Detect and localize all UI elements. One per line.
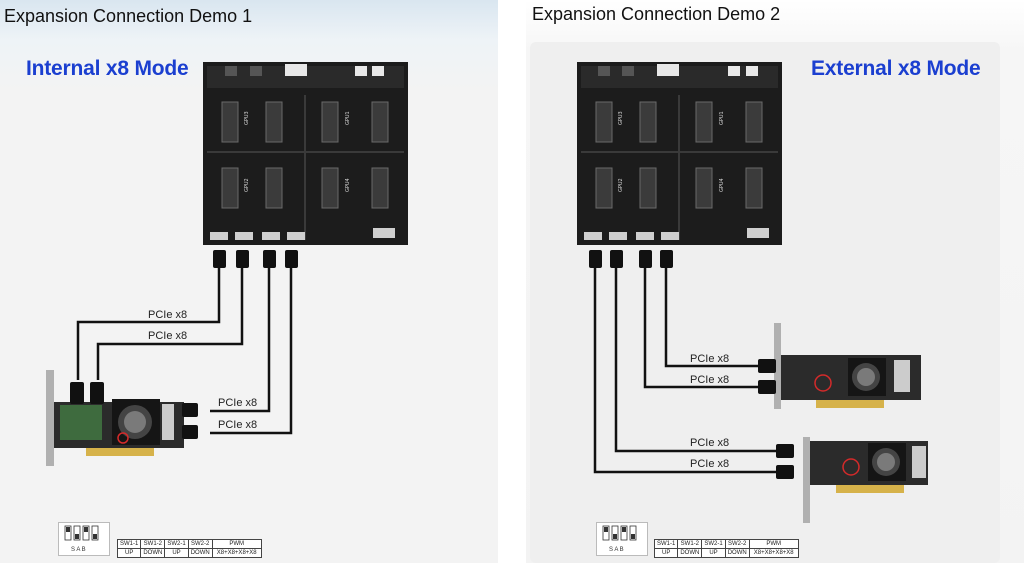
table-cell: X8+X8+X8+X8 [211, 548, 262, 558]
demo2-nic-card-bottom [776, 437, 928, 523]
table-cell: DOWN [140, 548, 166, 558]
table-header: SW2-1 [164, 539, 189, 549]
demo1-dip-label: S A B [71, 547, 86, 553]
svg-text:GPU1: GPU1 [719, 111, 725, 125]
demo1-backplane-board: GPU3 GPU1 GPU2 GPU4 [203, 62, 408, 245]
demo2-label-1: PCIe x8 [690, 353, 729, 365]
demo1-label-1: PCIe x8 [148, 309, 187, 321]
demo1-switch-table: SW1-1 SW1-2 SW2-1 SW2-2 PWM UP DOWN UP D… [116, 539, 262, 558]
table-cell: UP [116, 548, 142, 558]
table-header: PWM [211, 539, 262, 549]
table-header: SW1-2 [677, 539, 703, 549]
table-cell: UP [701, 548, 726, 558]
demo1-dip-switch-image: S A B [58, 522, 110, 556]
demo1-diagram: GPU3 GPU1 GPU2 GPU4 [46, 62, 408, 466]
demo2-panel: Expansion Connection Demo 2 External x8 … [526, 0, 1024, 563]
table-cell: UP [653, 548, 679, 558]
svg-text:GPU4: GPU4 [345, 178, 351, 192]
demo2-nic-card-top [758, 323, 921, 409]
demo2-diagram: GPU3 GPU1 GPU2 GPU4 [577, 62, 928, 523]
svg-text:GPU1: GPU1 [345, 111, 351, 125]
demo1-backplane-connectors [213, 250, 298, 268]
demo2-cables [593, 268, 776, 474]
demo1-label-3: PCIe x8 [218, 397, 257, 409]
table-header: SW2-2 [187, 539, 213, 549]
demo1-panel: Expansion Connection Demo 1 Internal x8 … [0, 0, 498, 563]
demo1-mode-title: Internal x8 Mode [26, 57, 189, 80]
table-cell: DOWN [187, 548, 213, 558]
table-cell: DOWN [677, 548, 703, 558]
table-header: SW1-2 [140, 539, 166, 549]
demo2-switch-table: SW1-1 SW1-2 SW2-1 SW2-2 PWM UP DOWN UP D… [653, 539, 799, 558]
table-header: PWM [748, 539, 799, 549]
svg-text:GPU4: GPU4 [719, 178, 725, 192]
demo2-backplane-connectors [589, 250, 673, 268]
svg-text:GPU3: GPU3 [244, 111, 250, 125]
demo2-dip-label: S A B [609, 547, 624, 553]
demo1-riser-card [46, 370, 198, 466]
demo2-label-2: PCIe x8 [690, 374, 729, 386]
table-cell: X8+X8+X8+X8 [748, 548, 799, 558]
table-cell: DOWN [724, 548, 750, 558]
table-header: SW2-2 [724, 539, 750, 549]
demo1-cables [76, 268, 293, 435]
demo2-backplane-board: GPU3 GPU1 GPU2 GPU4 [577, 62, 782, 245]
demo1-label-4: PCIe x8 [218, 419, 257, 431]
demo1-label-2: PCIe x8 [148, 330, 187, 342]
demo2-label-4: PCIe x8 [690, 458, 729, 470]
table-cell: UP [164, 548, 189, 558]
demo2-label-3: PCIe x8 [690, 437, 729, 449]
table-header: SW1-1 [116, 539, 142, 549]
table-header: SW1-1 [653, 539, 679, 549]
demo2-dip-switch-image: S A B [596, 522, 648, 556]
demo2-mode-title: External x8 Mode [811, 57, 981, 80]
table-header: SW2-1 [701, 539, 726, 549]
svg-text:GPU3: GPU3 [618, 111, 624, 125]
svg-text:GPU2: GPU2 [244, 178, 250, 192]
demo1-title: Expansion Connection Demo 1 [4, 6, 253, 26]
demo2-title: Expansion Connection Demo 2 [532, 4, 781, 24]
svg-text:GPU2: GPU2 [618, 178, 624, 192]
